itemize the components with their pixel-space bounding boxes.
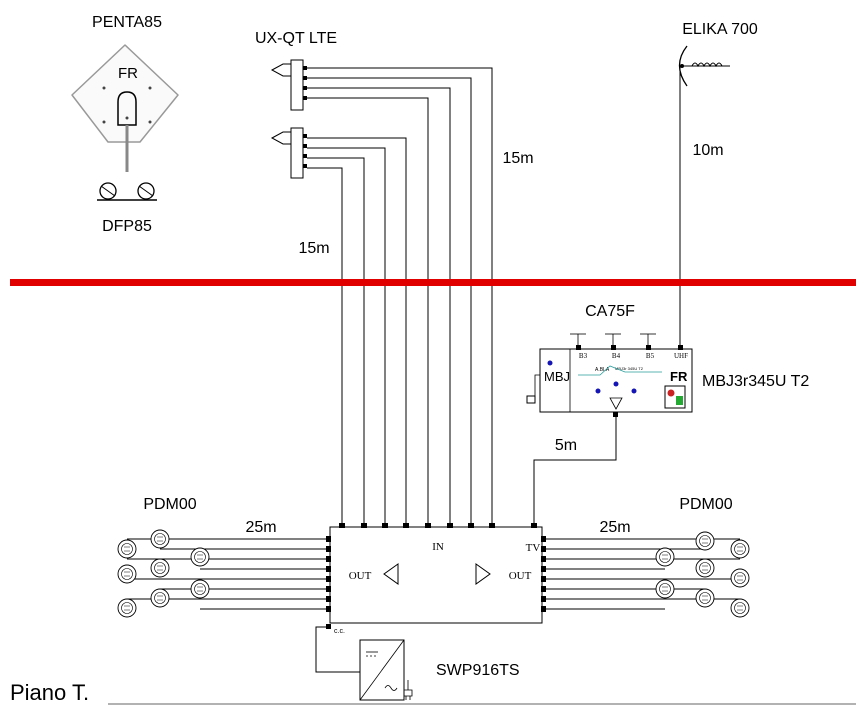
tv-outlet-icon (150, 588, 170, 608)
left-outlet-cables (127, 538, 326, 610)
psu-cable (315, 626, 360, 673)
amp-input-connectors (570, 333, 683, 350)
amp-led-dot (547, 360, 553, 366)
tv-outlet-icon (117, 539, 137, 559)
amp-fr-label: FR (670, 369, 688, 384)
lnb-lower (270, 127, 307, 179)
pdm00-right-label: PDM00 (679, 496, 732, 513)
ca75f-label: CA75F (585, 303, 635, 320)
amp-response-curve (578, 365, 662, 376)
elika700-label: ELIKA 700 (682, 21, 758, 38)
cable-length-25m-left: 25m (245, 519, 276, 536)
penta85-label: PENTA85 (92, 14, 162, 31)
mbj-model-label: MBJ3r345U T2 (702, 373, 809, 390)
tv-outlet-icon (695, 531, 715, 551)
tv-outlet-icon (190, 579, 210, 599)
tv-outlet-icon (150, 558, 170, 578)
multiswitch-body (329, 526, 543, 624)
elika700-antenna-icon (678, 45, 730, 87)
amp-to-switch-cable (533, 416, 617, 525)
pdm00-left-label: PDM00 (143, 496, 196, 513)
cable-length-15m-lower: 15m (298, 240, 329, 257)
multiswitch (326, 523, 546, 629)
amp-port-b3: B3 (579, 352, 588, 360)
out-left-arrow-icon (383, 563, 399, 585)
switch-cc-label: c.c. (334, 628, 345, 635)
lnb-cables (307, 67, 493, 525)
tv-outlet-icon (150, 529, 170, 549)
out-right-arrow-icon (475, 563, 491, 585)
tv-outlet-icon (117, 598, 137, 618)
amp-port-b4: B4 (612, 352, 621, 360)
tv-outlet-icon (695, 558, 715, 578)
penta85-antenna: FR (71, 44, 179, 172)
amp-port-uhf: UHF (674, 352, 688, 360)
amp-logo-abla: A.BLA (595, 367, 610, 373)
floor-label: Piano T. (10, 680, 89, 705)
dfp85-bracket-icon (97, 182, 157, 201)
cable-length-15m-upper: 15m (502, 150, 533, 167)
cable-length-25m-right: 25m (599, 519, 630, 536)
amp-power-plug-icon (526, 395, 536, 404)
tv-outlet-icon (730, 539, 750, 559)
penta-dish-outline (71, 44, 179, 143)
pdm00-outlets (117, 529, 750, 618)
roof-separator-line (10, 279, 856, 286)
amp-port-b5: B5 (646, 352, 655, 360)
cable-length-10m: 10m (692, 142, 723, 159)
switch-out-left-label: OUT (349, 570, 372, 582)
uxqt-label: UX-QT LTE (255, 30, 337, 47)
amp-output-triangle-icon (609, 397, 623, 410)
tv-outlet-icon (655, 579, 675, 599)
tv-outlet-icon (655, 547, 675, 567)
mbj-amplifier: B3 B4 B5 UHF MBJ A.BLA MBJ3r 345U T2 FR (526, 333, 693, 413)
ac-symbol-icon (384, 685, 398, 691)
swp916ts-label: SWP916TS (436, 662, 520, 679)
tv-outlet-icon (117, 564, 137, 584)
tv-outlet-icon (730, 598, 750, 618)
amp-brand-mbj: MBJ (544, 369, 570, 384)
power-supply (359, 639, 413, 701)
switch-tv-label: TV (526, 542, 541, 554)
penta-fr-label: FR (118, 65, 138, 82)
lnb-upper (270, 59, 307, 111)
switch-out-right-label: OUT (509, 570, 532, 582)
tv-outlet-icon (190, 547, 210, 567)
tv-outlet-icon (730, 568, 750, 588)
switch-in-label: IN (432, 541, 444, 553)
psu-plug-icon (403, 680, 413, 700)
amp-model-small: MBJ3r 345U T2 (615, 366, 644, 371)
cable-length-5m: 5m (555, 437, 577, 454)
tv-outlet-icon (695, 588, 715, 608)
penta-feed-icon (117, 91, 137, 126)
dfp85-label: DFP85 (102, 218, 152, 235)
